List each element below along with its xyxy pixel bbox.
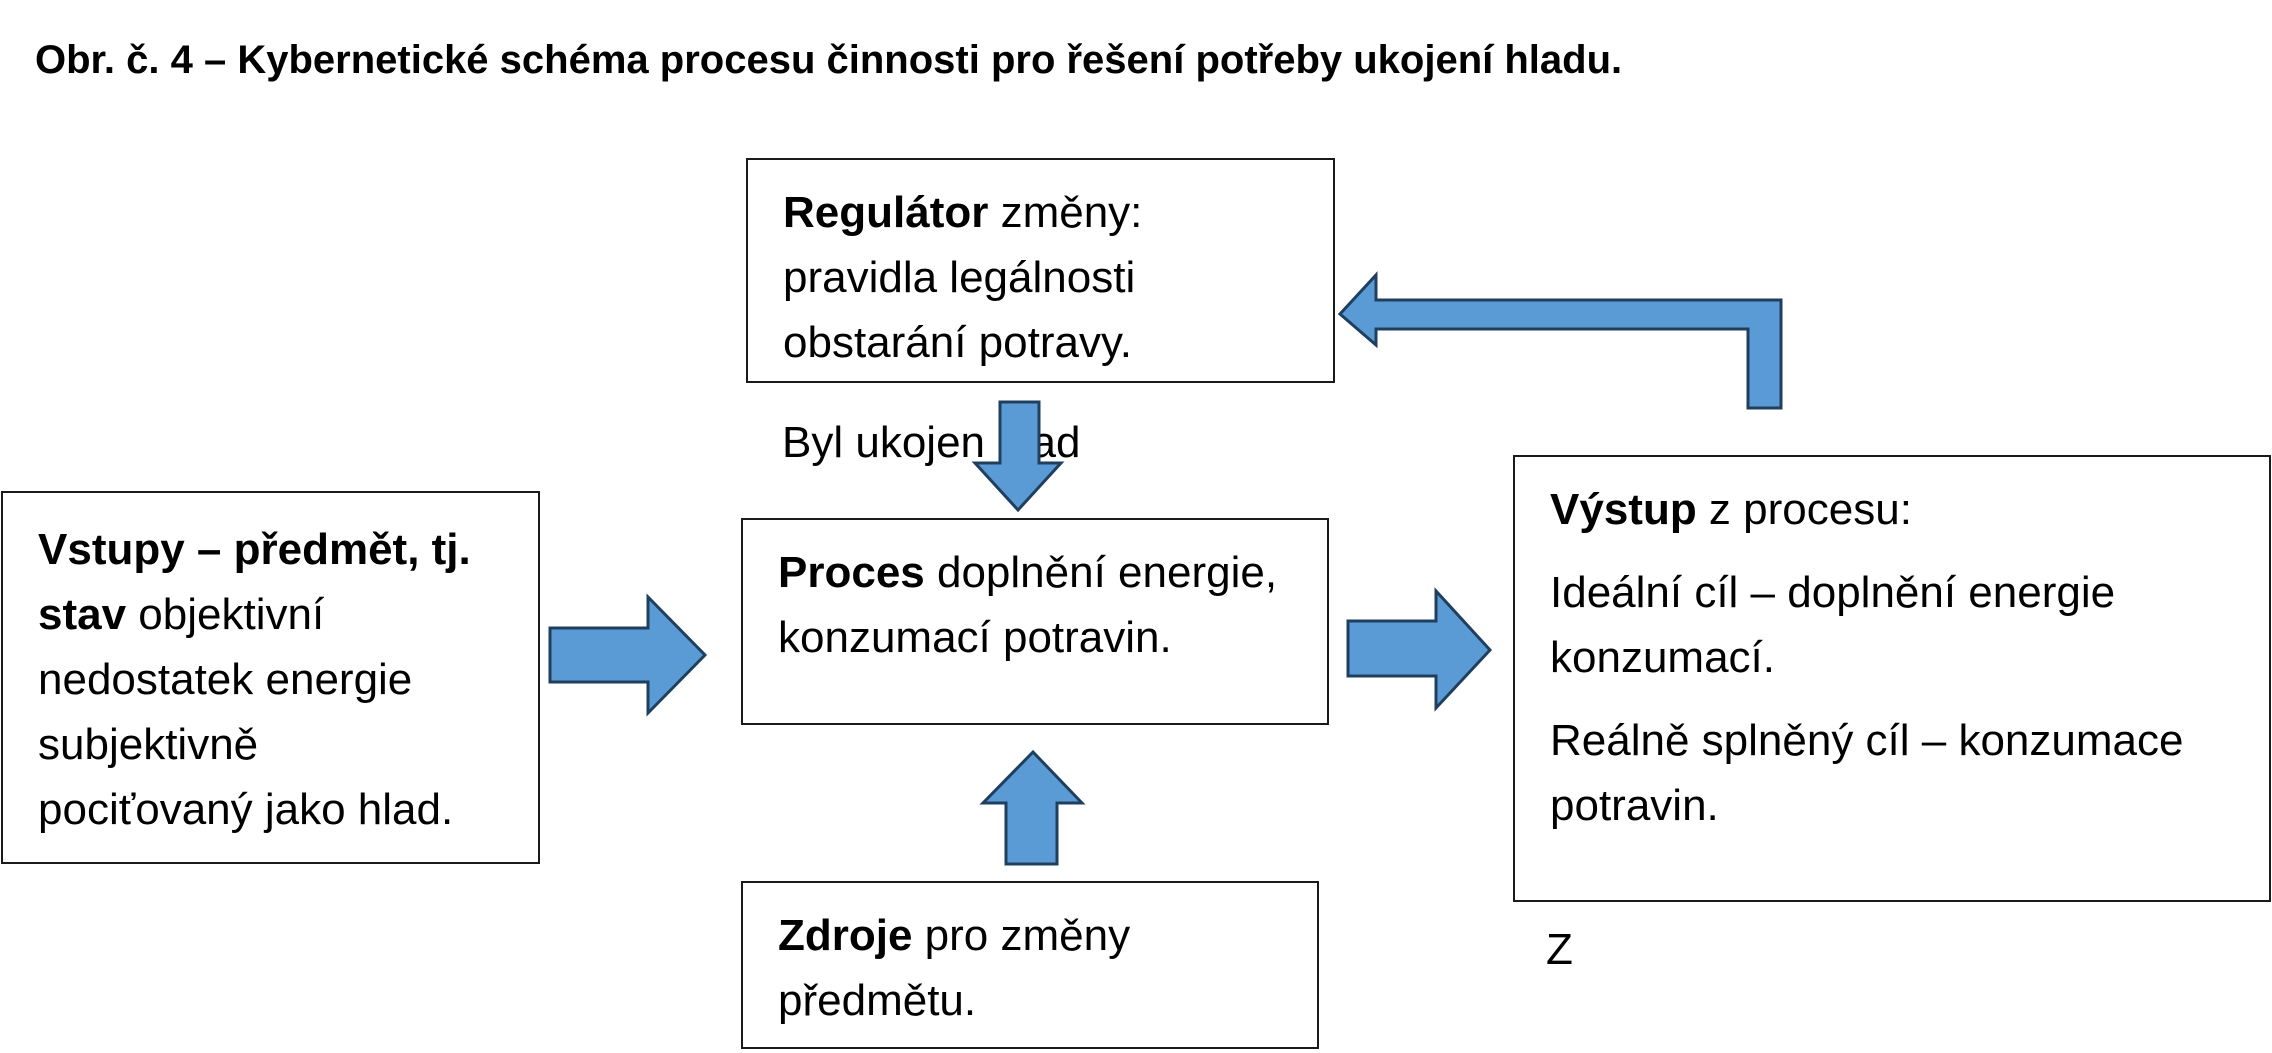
resources-line-1-text: pro změny xyxy=(912,911,1131,960)
regulator-line-2: pravidla legálnosti xyxy=(783,253,1136,302)
regulator-line-1: Regulátor změny: xyxy=(783,180,1333,245)
figure-title: Obr. č. 4 – Kybernetické schéma procesu … xyxy=(35,38,1623,82)
inputs-line-1: Vstupy – předmět, tj. xyxy=(38,517,538,582)
regulator-heading: Regulátor xyxy=(783,188,989,237)
resources-line-1: Zdroje pro změny xyxy=(778,903,1317,968)
output-ideal-line-1: Ideální cíl – doplnění energie xyxy=(1550,568,2116,617)
process-heading: Proces xyxy=(778,548,925,597)
inputs-line-5: pociťovaný jako hlad. xyxy=(38,785,454,834)
inputs-heading: Vstupy – předmět, tj. xyxy=(38,525,471,574)
output-box: Výstup z procesu: Ideální cíl – doplnění… xyxy=(1513,455,2271,902)
output-heading: Výstup xyxy=(1550,485,1697,534)
output-line-1: Výstup z procesu: xyxy=(1550,477,2269,542)
z-note: Z xyxy=(1546,925,1573,974)
inputs-heading-2: stav xyxy=(38,590,127,639)
hunger-satisfied-note: Byl ukojen hlad xyxy=(782,418,1081,467)
arrow-resources-to-process xyxy=(979,749,1086,866)
resources-line-2: předmětu. xyxy=(778,976,977,1025)
process-line-1-text: doplnění energie, xyxy=(924,548,1278,597)
output-ideal-line-2: konzumací. xyxy=(1550,633,1775,682)
output-line-1-text: z procesu: xyxy=(1696,485,1912,534)
arrow-process-to-output xyxy=(1346,587,1493,712)
inputs-box: Vstupy – předmět, tj. stav objektivní ne… xyxy=(1,491,540,864)
regulator-box: Regulátor změny: pravidla legálnosti obs… xyxy=(746,158,1335,383)
process-box: Proces doplnění energie, konzumací potra… xyxy=(741,518,1329,725)
inputs-line-2-text: objektivní xyxy=(126,590,325,639)
arrow-inputs-to-process xyxy=(548,593,708,717)
inputs-line-3: nedostatek energie xyxy=(38,655,413,704)
resources-heading: Zdroje xyxy=(778,911,913,960)
output-real-line-1: Reálně splněný cíl – konzumace xyxy=(1550,716,2184,765)
process-line-1: Proces doplnění energie, xyxy=(778,540,1327,605)
output-real-line-2: potravin. xyxy=(1550,781,1719,830)
arrow-feedback-output-to-regulator xyxy=(1337,271,1783,410)
regulator-line-1-text: změny: xyxy=(988,188,1143,237)
regulator-line-3: obstarání potravy. xyxy=(783,318,1132,367)
resources-box: Zdroje pro změny předmětu. xyxy=(741,881,1319,1049)
inputs-line-4: subjektivně xyxy=(38,720,259,769)
inputs-line-2: stav objektivní xyxy=(38,582,538,647)
process-line-2: konzumací potravin. xyxy=(778,613,1172,662)
